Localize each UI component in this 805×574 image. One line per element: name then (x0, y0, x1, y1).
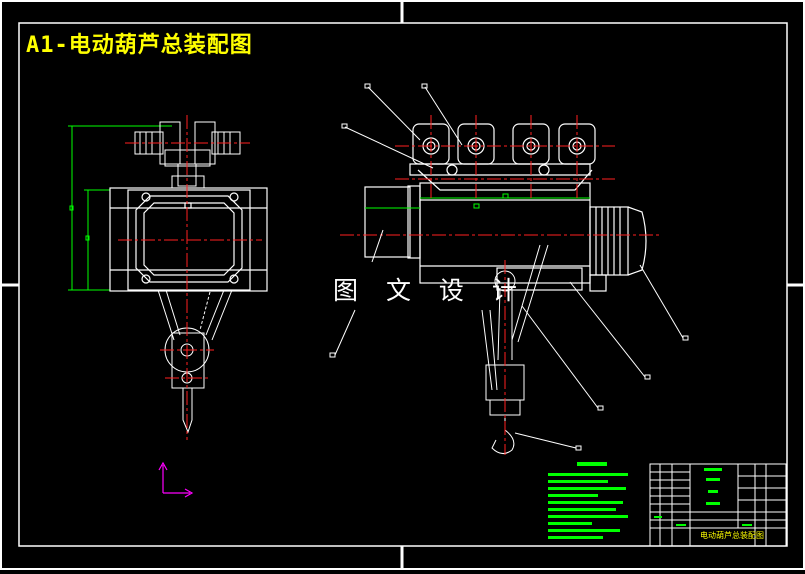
front-centerlines (340, 115, 660, 455)
title-block (649, 463, 787, 547)
watermark-text: 图 文 设 计 (333, 276, 527, 305)
title-block-text (654, 468, 752, 526)
side-hook-block (157, 289, 233, 434)
technical-notes (548, 462, 628, 539)
side-centerlines (118, 115, 262, 440)
ucs-axis-icon (158, 461, 194, 498)
side-dimensions (68, 125, 172, 291)
leader-lines (329, 83, 689, 451)
side-view (68, 115, 268, 440)
title-block-drawing-name: 电动葫芦总装配图 (700, 531, 764, 540)
front-hook-block (481, 244, 549, 454)
front-view (329, 83, 689, 455)
drawing-title: A1-电动葫芦总装配图 (26, 33, 253, 58)
front-hidden-lines (365, 193, 590, 209)
front-trolley (409, 123, 596, 191)
